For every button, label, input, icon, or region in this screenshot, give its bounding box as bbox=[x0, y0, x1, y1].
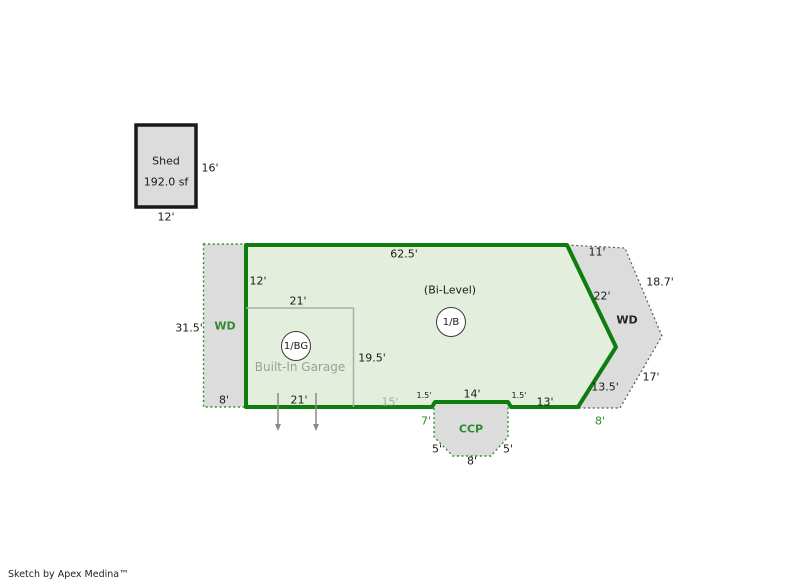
dim-notch-step-left: 1.5' bbox=[416, 391, 432, 400]
right-deck-dim-lower-right: 17' bbox=[642, 370, 660, 384]
right-deck-dim-upper-right: 18.7' bbox=[646, 275, 674, 289]
dim-upper-left: 12' bbox=[249, 274, 267, 288]
left-deck-label: WD bbox=[214, 319, 236, 333]
right-deck-dim-bottom: 8' bbox=[594, 414, 606, 428]
garage-dim-right: 19.5' bbox=[358, 351, 386, 365]
patio-dim-lower-left: 5' bbox=[431, 442, 443, 456]
patio-dim-lower-right: 5' bbox=[502, 442, 514, 456]
dim-notch-step-right: 1.5' bbox=[511, 391, 527, 400]
sketch-credit: Sketch by Apex Medina™ bbox=[8, 569, 129, 580]
garage-dim-top: 21' bbox=[289, 294, 307, 308]
building-outline bbox=[244, 243, 618, 409]
garage-door-arrowhead-right bbox=[313, 424, 319, 431]
patio-label: CCP bbox=[458, 422, 484, 436]
shed-area-label: 192.0 sf bbox=[143, 175, 189, 189]
patio-dim-bottom: 8' bbox=[466, 454, 478, 468]
left-deck-dim-left: 31.5' bbox=[175, 321, 203, 335]
story-badge-main: 1/B bbox=[436, 307, 466, 337]
right-deck-label: WD bbox=[616, 313, 638, 327]
garage-dim-bottom: 21' bbox=[290, 393, 308, 407]
shed-dim-right: 16' bbox=[201, 161, 219, 175]
left-deck-dim-bottom: 8' bbox=[218, 393, 230, 407]
building-style-label: (Bi-Level) bbox=[423, 283, 477, 297]
garage-label: Built-In Garage bbox=[254, 360, 346, 374]
shed-label: Shed bbox=[152, 154, 180, 168]
dim-bottom-right: 13' bbox=[536, 395, 554, 409]
story-badge-garage: 1/BG bbox=[281, 331, 311, 361]
dim-notch-top: 14' bbox=[463, 387, 481, 401]
shed-dim-bottom: 12' bbox=[157, 210, 175, 224]
garage-door-arrowhead-left bbox=[275, 424, 281, 431]
patio-dim-left: 7' bbox=[420, 414, 432, 428]
right-deck-dim-top: 11' bbox=[588, 245, 606, 259]
garage-outline bbox=[246, 307, 355, 407]
dim-right-upper: 22' bbox=[593, 289, 611, 303]
dim-right-lower: 13.5' bbox=[591, 380, 619, 394]
left-deck-area bbox=[202, 243, 247, 408]
dim-garage-to-notch: 15' bbox=[381, 395, 399, 409]
dim-top-width: 62.5' bbox=[390, 247, 418, 261]
shed-outline bbox=[134, 123, 198, 209]
